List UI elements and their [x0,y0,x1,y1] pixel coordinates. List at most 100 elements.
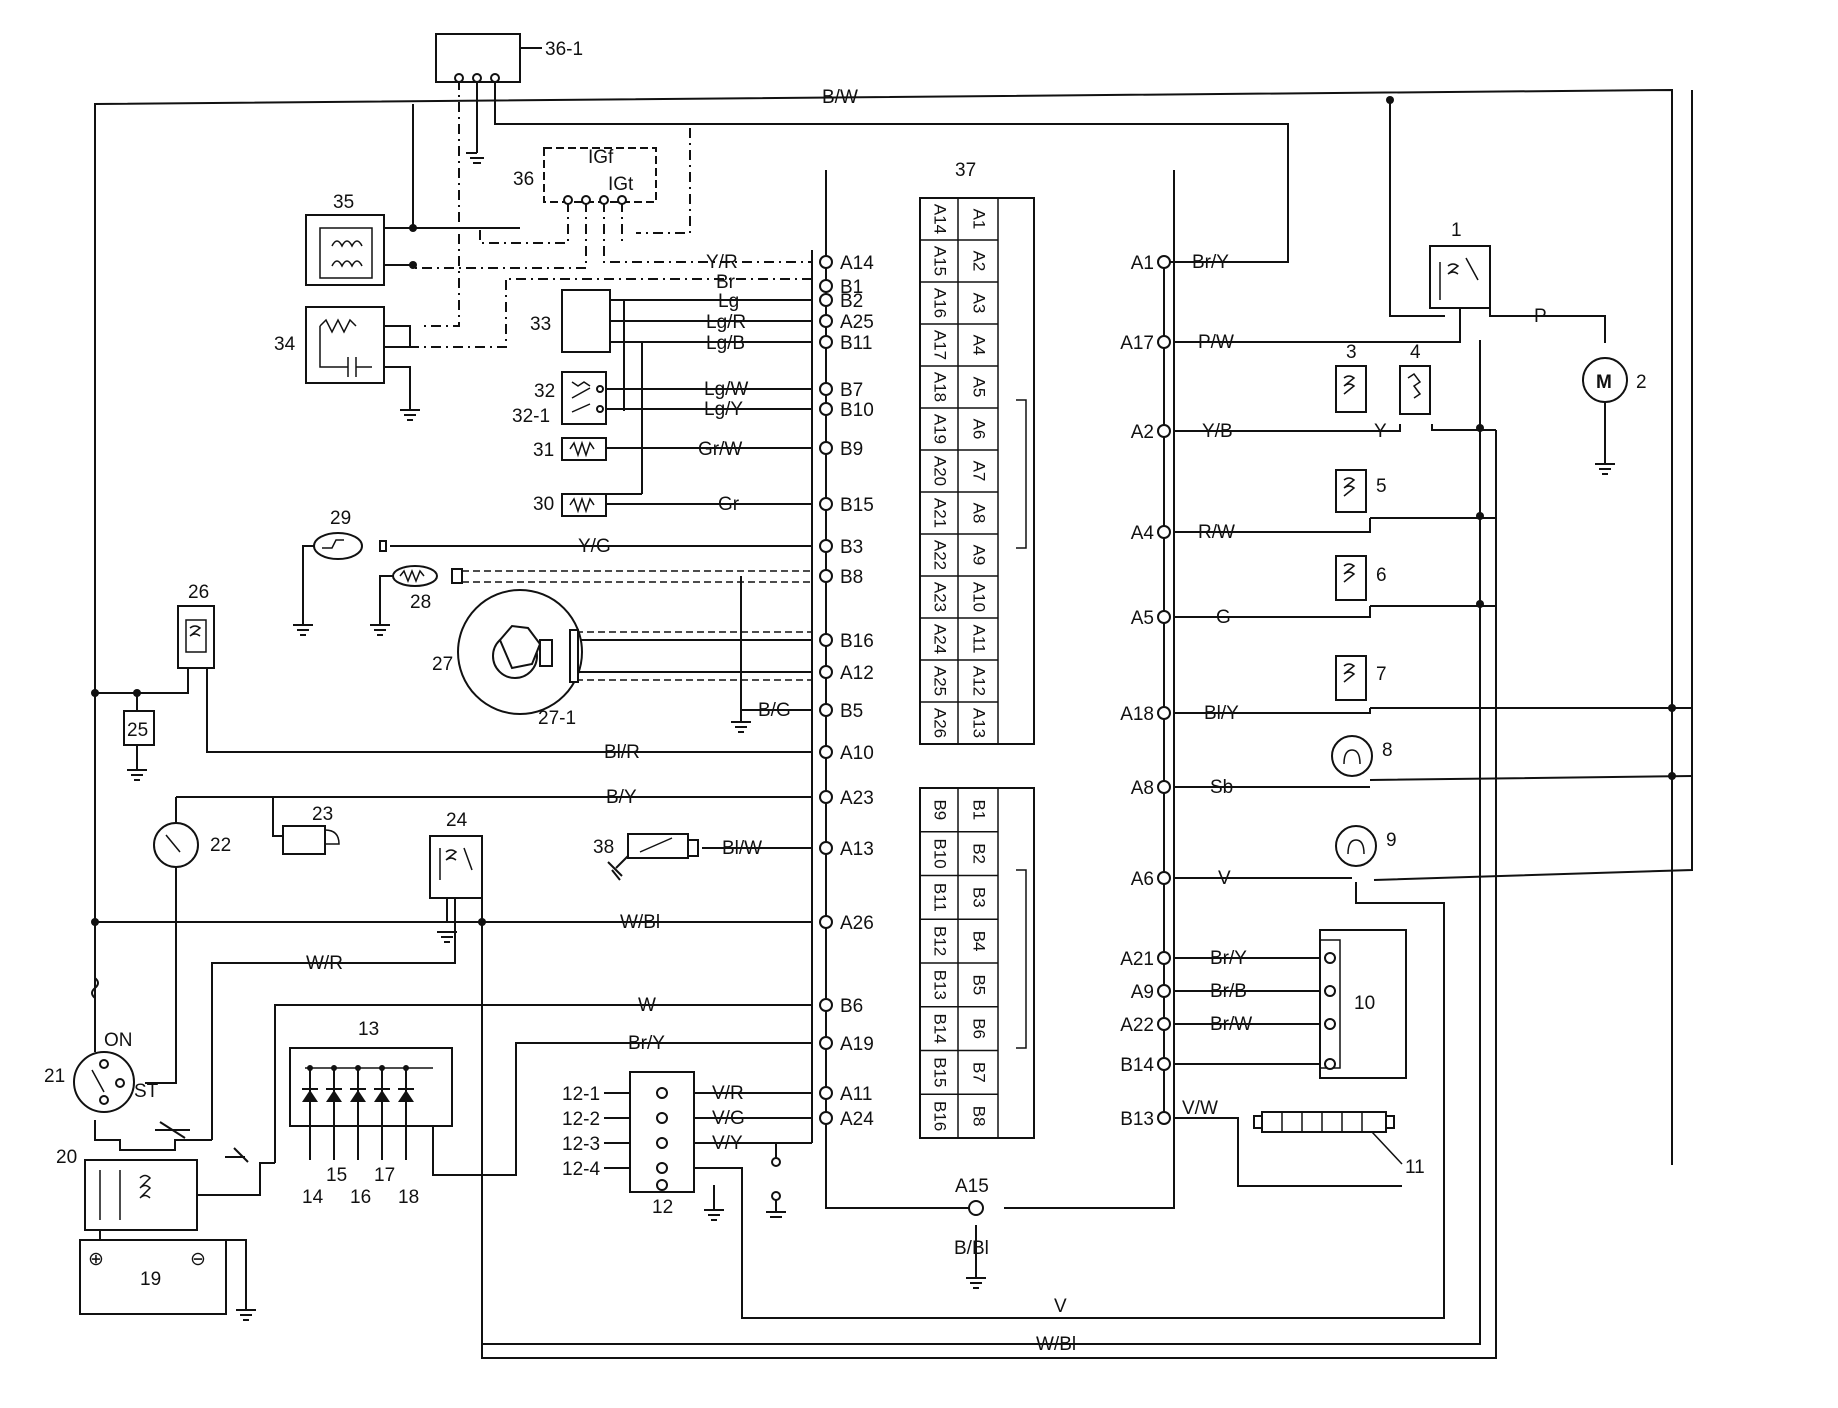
connector-cell: B14 [931,1014,950,1044]
wire-a2: Y/B [1202,421,1233,442]
label-27: 27 [432,654,453,675]
pin-a26 [819,915,833,929]
pin-b13 [1157,1111,1171,1125]
connector-cell: A23 [931,582,950,612]
pin-a17 [1157,335,1171,349]
connector-cell: A19 [931,414,950,444]
component-20-relay [84,1159,198,1231]
wire-a18: Bl/Y [1204,703,1239,724]
wire-b7: Lg/Y [704,399,743,420]
connector-cell: A20 [931,456,950,486]
connector-cell: A10 [970,582,989,612]
label-34: 34 [274,334,296,355]
wire-labels: B/W Y/R Br Lg Lg/R Lg/B Lg/W Lg/Y Gr/W G… [306,87,1547,1355]
label-30: 30 [533,494,554,515]
pin-label: A25 [840,312,874,333]
pin-label: B13 [1120,1109,1154,1130]
ecu-left-pins: A14B1B2A25B11B7B10B9B15B3B8B16A12B5A10A2… [819,253,874,1130]
pin-b3 [819,539,833,553]
pin-b16 [819,633,833,647]
component-32-throttle-switch [561,371,607,425]
connector-cell: B6 [970,1018,989,1039]
connector-cell: B3 [970,887,989,908]
pin-a22 [1157,1017,1171,1031]
wire-a22: Br/W [1210,1014,1252,1035]
connector-cell: B5 [970,974,989,995]
connector-cell: A9 [970,545,989,566]
wire-a17: P/W [1198,332,1234,353]
label-on: ON [104,1030,133,1051]
pin-label: B15 [840,495,874,516]
label-23: 23 [312,804,333,825]
label-12-3: 12-3 [562,1134,600,1155]
label-10: 10 [1354,993,1375,1014]
connector-cell: B2 [970,843,989,864]
pin-label: B2 [840,291,863,312]
component-4-resistor [1399,365,1431,415]
connector-cell: B11 [931,883,950,912]
connector-cell: A5 [970,377,989,398]
wire-b6: Br/Y [628,1033,665,1054]
connector-cell: B1 [970,799,989,820]
connector-cell: A26 [931,708,950,738]
pin-b11 [819,335,833,349]
label-35: 35 [333,192,354,213]
wire-a12: B/G [758,700,791,721]
connector-cell: A16 [931,288,950,318]
wire-b13: V/W [1182,1098,1218,1119]
component-25 [123,710,155,746]
pin-a21 [1157,951,1171,965]
pin-b9 [819,441,833,455]
pin-label: B9 [840,439,863,460]
label-7: 7 [1376,664,1387,685]
wire-b10: Gr/W [698,439,742,460]
wires [91,80,1693,1359]
pin-a13 [819,841,833,855]
label-2: 2 [1636,372,1647,393]
connector-cell: B13 [931,970,950,1000]
pin-label: B8 [840,567,863,588]
pin-label: A17 [1120,333,1154,354]
label-32-1: 32-1 [512,406,550,427]
wire-inj-y: Y [1374,421,1387,442]
component-24-relay [429,835,483,899]
wire-a26: W [638,995,656,1016]
component-36-1 [435,33,521,83]
wire-a15: B/Bl [954,1238,989,1259]
pin-a14 [819,255,833,269]
connector-cell: B16 [931,1101,950,1131]
component-7-injector [1335,655,1367,701]
component-19-battery [79,1239,227,1315]
pin-b14 [1157,1057,1171,1071]
connector-cell: A3 [970,293,989,314]
label-motor: M [1596,372,1612,393]
label-33: 33 [530,314,551,335]
pin-a8 [1157,780,1171,794]
label-29: 29 [330,508,351,529]
connector-a-cells: A14A15A16A17A18A19A20A21A22A23A24A25A26A… [920,204,998,738]
label-15: 15 [326,1165,347,1186]
pin-label: A19 [840,1034,874,1055]
label-12-1: 12-1 [562,1084,600,1105]
pin-label: A21 [1120,949,1154,970]
wire-a8: Sb [1210,777,1233,798]
pin-a23 [819,790,833,804]
label-25: 25 [127,720,148,741]
label-9: 9 [1386,830,1397,851]
wire-a21: Br/Y [1210,948,1247,969]
connector-cell: A11 [970,625,989,654]
wire-b5: Bl/R [604,742,640,763]
pin-b8 [819,569,833,583]
label-28: 28 [410,592,431,613]
component-29-sensor [313,532,363,560]
connector-cell: A14 [931,204,950,234]
pin-label: B6 [840,996,863,1017]
connector-cell: A4 [970,335,989,356]
pin-b1 [819,279,833,293]
pin-b6 [819,998,833,1012]
label-32: 32 [534,381,555,402]
pin-label: A22 [1120,1015,1154,1036]
wire-br: Br [716,272,736,293]
